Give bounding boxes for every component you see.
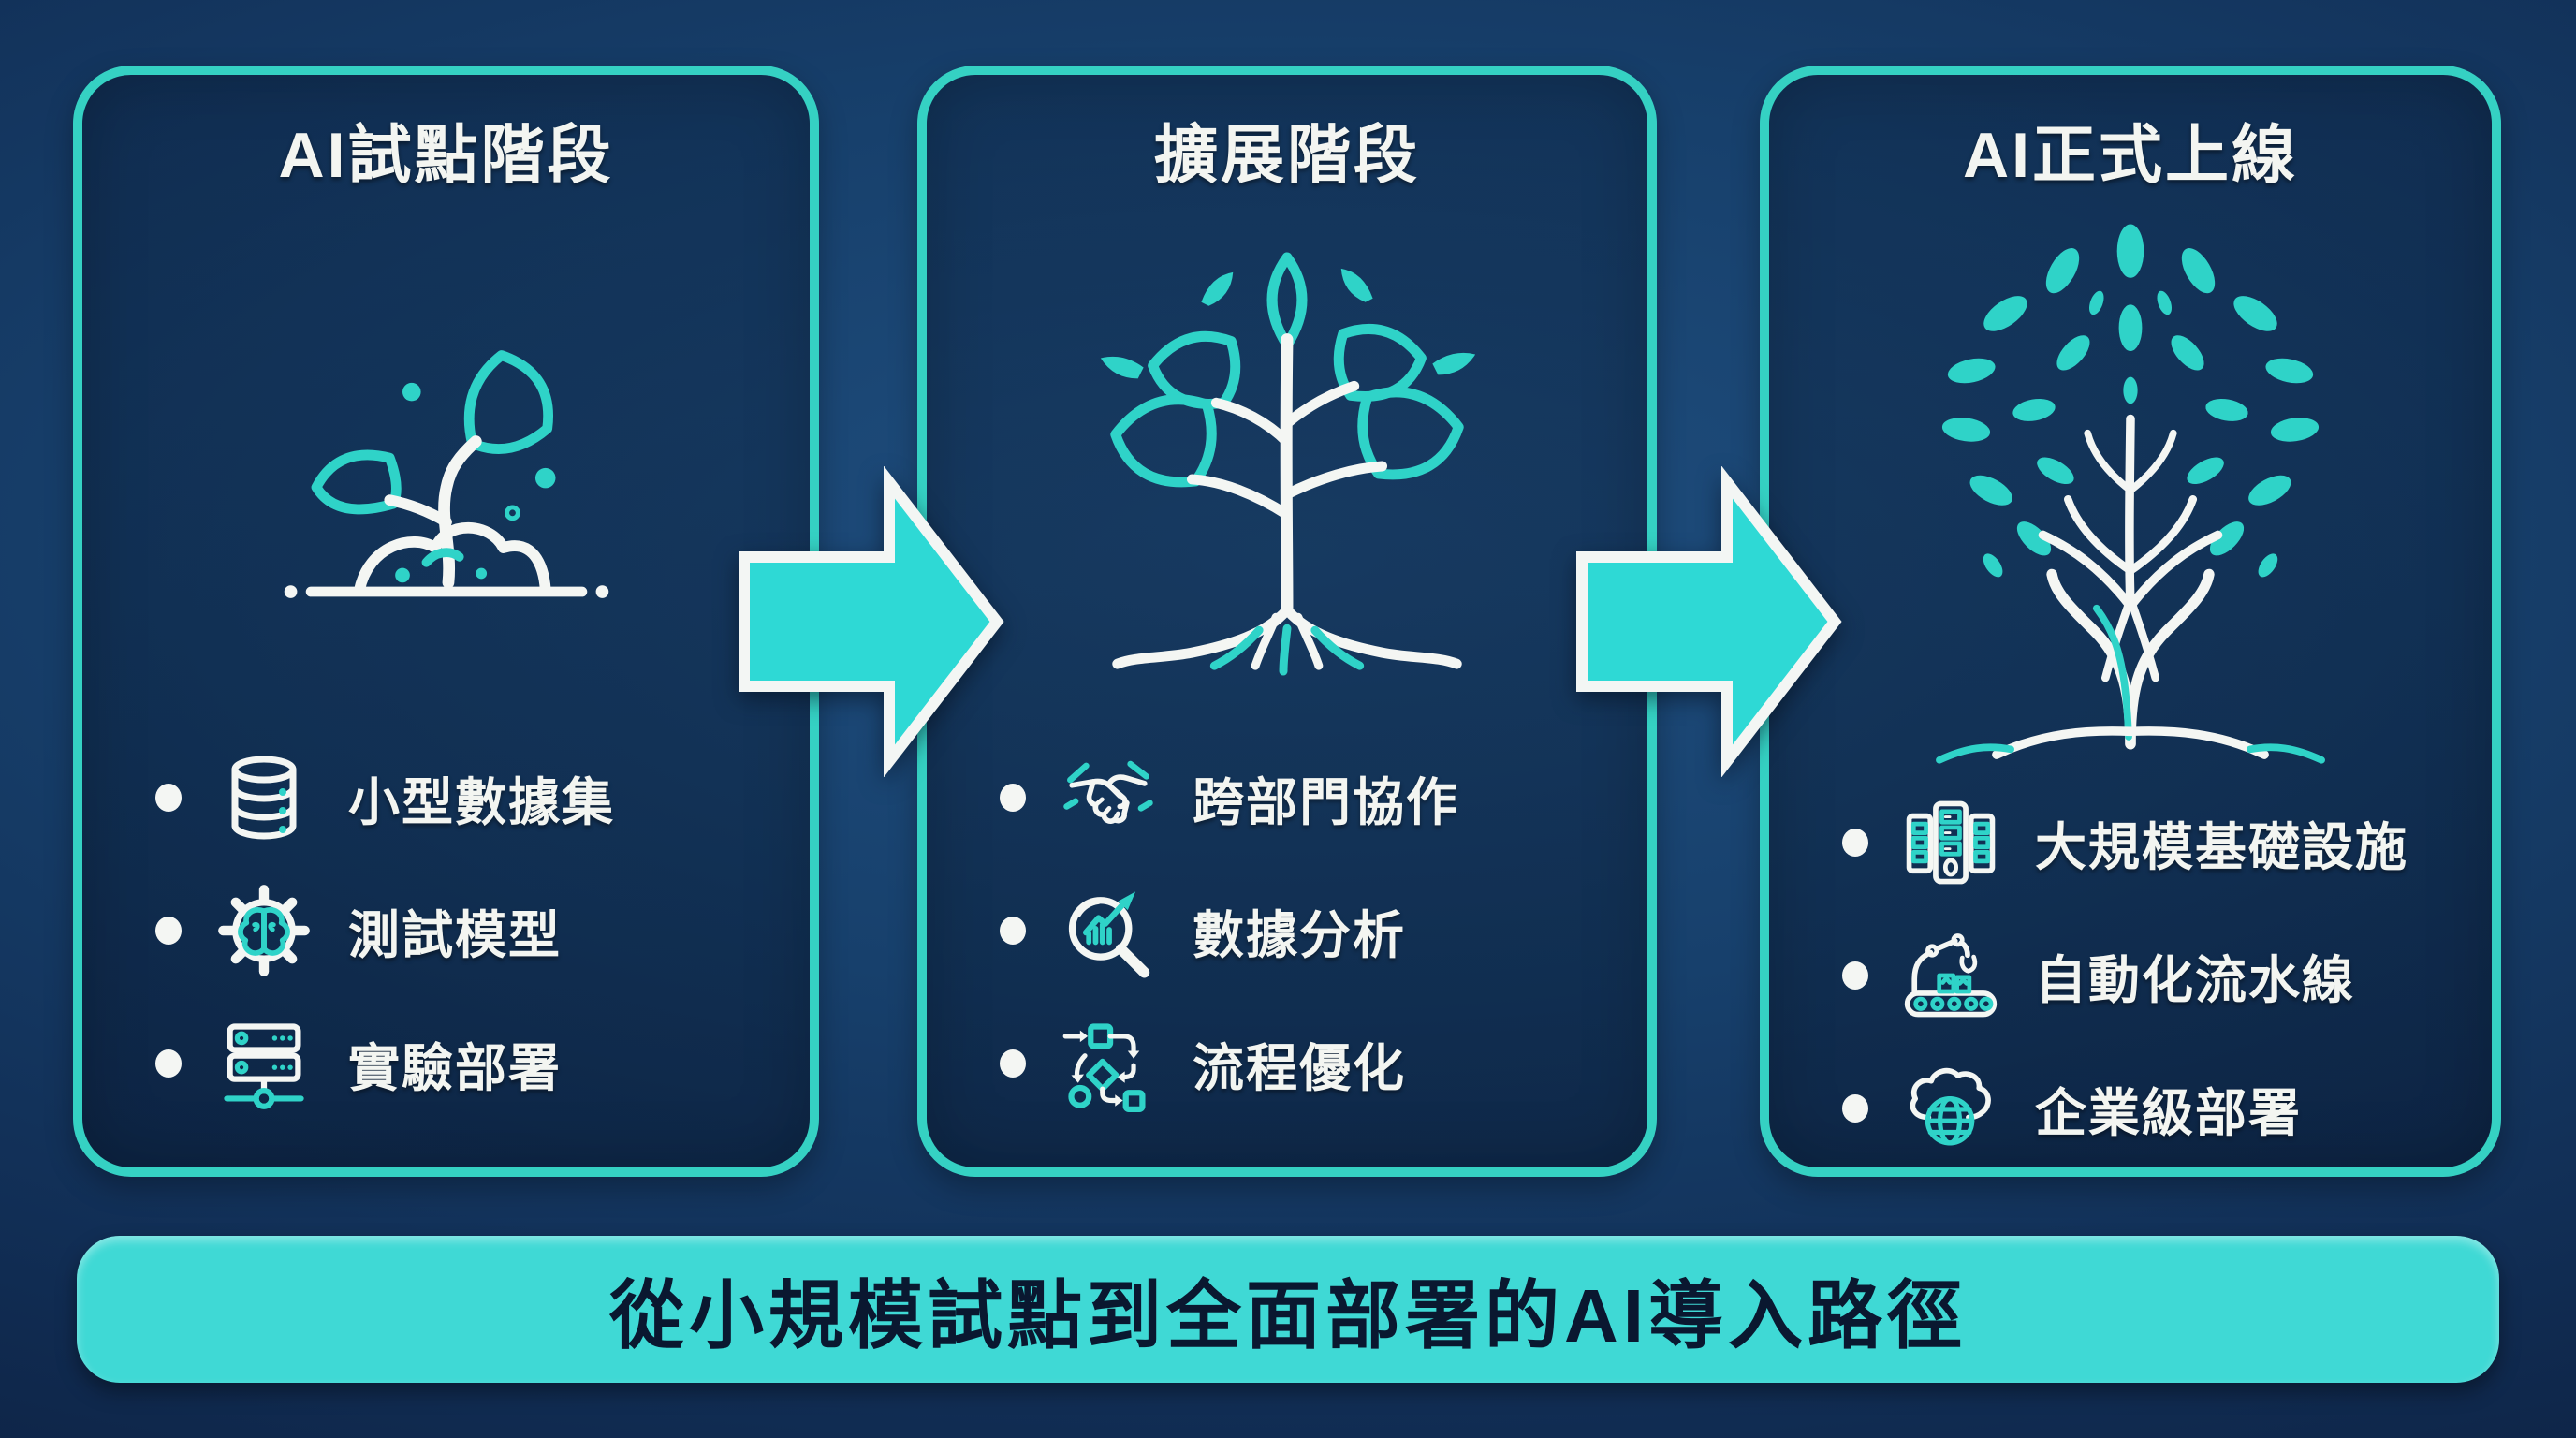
footer-banner-label: 從小規模試點到全面部署的AI導入路徑 bbox=[609, 1273, 1967, 1357]
stage-art-pilot bbox=[82, 196, 810, 731]
arrow-right-icon bbox=[739, 466, 1004, 777]
server-rack-icon bbox=[1902, 794, 1999, 891]
mature-tree-icon bbox=[1936, 224, 2325, 764]
panel-title-expansion: 擴展階段 bbox=[1153, 120, 1420, 191]
list-item: 大規模基礎設施 bbox=[1769, 776, 2492, 909]
bullet-dot bbox=[155, 784, 182, 812]
bullet-dot bbox=[1842, 961, 1868, 990]
arrow-right-icon bbox=[1576, 466, 1842, 777]
flowchart-icon bbox=[1060, 1015, 1157, 1112]
bullet-dot bbox=[1000, 1049, 1026, 1078]
bullet-dot bbox=[1000, 917, 1026, 945]
bullet-dot bbox=[155, 1049, 182, 1078]
item-label: 小型數據集 bbox=[348, 773, 616, 831]
young-tree-icon bbox=[1100, 252, 1476, 676]
list-item: 小型數據集 bbox=[82, 731, 810, 864]
stage-art-launch bbox=[1769, 196, 2492, 776]
bullet-dot bbox=[1842, 829, 1868, 857]
handshake-icon bbox=[1060, 749, 1157, 846]
footer-banner: 從小規模試點到全面部署的AI導入路徑 bbox=[77, 1236, 2499, 1383]
bullet-dot bbox=[1842, 1094, 1868, 1123]
item-label: 測試模型 bbox=[348, 906, 563, 964]
list-item: 企業級部署 bbox=[1769, 1042, 2492, 1175]
sprout-icon bbox=[284, 350, 608, 598]
list-item: 跨部門協作 bbox=[927, 731, 1647, 864]
database-icon bbox=[215, 749, 313, 846]
panel-title-pilot: AI試點階段 bbox=[278, 120, 614, 191]
item-label: 跨部門協作 bbox=[1193, 773, 1460, 831]
expansion-item-list: 跨部門協作 數據分析 bbox=[927, 731, 1647, 1130]
panel-pilot-phase: AI試點階段 bbox=[73, 66, 819, 1177]
list-item: 測試模型 bbox=[82, 864, 810, 997]
stage-art-expansion bbox=[927, 196, 1647, 731]
item-label: 企業級部署 bbox=[2035, 1084, 2303, 1142]
list-item: 自動化流水線 bbox=[1769, 909, 2492, 1042]
server-network-icon bbox=[215, 1015, 313, 1112]
chart-magnifier-icon bbox=[1060, 882, 1157, 979]
gear-brain-icon bbox=[215, 882, 313, 979]
item-label: 大規模基礎設施 bbox=[2035, 818, 2409, 876]
item-label: 自動化流水線 bbox=[2035, 951, 2356, 1009]
bullet-dot bbox=[155, 917, 182, 945]
bullet-dot bbox=[1000, 784, 1026, 812]
launch-item-list: 大規模基礎設施 bbox=[1769, 776, 2492, 1175]
panel-title-launch: AI正式上線 bbox=[1962, 120, 2298, 191]
item-label: 流程優化 bbox=[1193, 1039, 1407, 1097]
item-label: 實驗部署 bbox=[348, 1039, 563, 1097]
pilot-item-list: 小型數據集 bbox=[82, 731, 810, 1130]
panel-expansion-phase: 擴展階段 bbox=[917, 66, 1657, 1177]
list-item: 實驗部署 bbox=[82, 997, 810, 1130]
cloud-globe-icon bbox=[1902, 1060, 1999, 1157]
list-item: 數據分析 bbox=[927, 864, 1647, 997]
panel-launch-phase: AI正式上線 bbox=[1760, 66, 2501, 1177]
list-item: 流程優化 bbox=[927, 997, 1647, 1130]
robot-arm-icon bbox=[1902, 927, 1999, 1024]
item-label: 數據分析 bbox=[1193, 906, 1407, 964]
